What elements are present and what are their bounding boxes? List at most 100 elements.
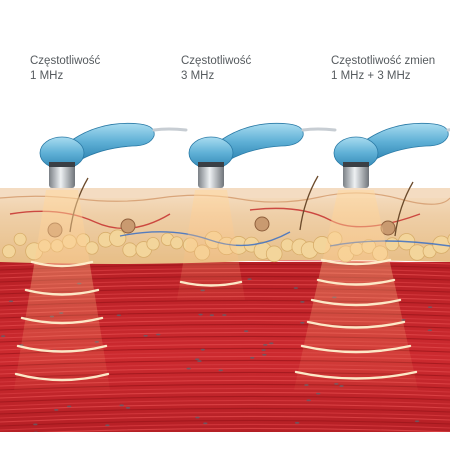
muscle-nucleus (197, 360, 202, 362)
ultrasound-wave (30, 260, 94, 268)
muscle-nucleus (249, 356, 255, 359)
muscle-fiber (0, 391, 450, 399)
beam-cone (177, 190, 245, 300)
probe-tip (343, 162, 369, 188)
muscle-nucleus (218, 369, 223, 372)
muscle-nucleus (247, 278, 252, 280)
muscle-nucleus (427, 329, 433, 332)
ultrasound-wave (294, 370, 418, 380)
beam-cone (294, 190, 418, 390)
probe-collar (198, 162, 224, 167)
ultrasound-wave (179, 280, 243, 287)
muscle-fiber (0, 407, 450, 415)
muscle-nucleus (300, 300, 305, 303)
muscle-nucleus (119, 404, 124, 407)
ultrasound-wave (316, 278, 396, 286)
probe-cable (301, 127, 337, 132)
muscle-fiber (0, 399, 450, 407)
muscle-fiber (0, 423, 450, 431)
ultrasound-beams (14, 190, 418, 390)
muscle-nucleus (116, 314, 122, 317)
fat-cell (13, 232, 27, 246)
muscle-nucleus (156, 333, 161, 336)
muscle-nucleus (0, 335, 6, 338)
fat-cell (170, 236, 184, 250)
muscle-nucleus (66, 405, 72, 408)
fat-cell (265, 245, 283, 263)
label-value: 1 MHz (30, 70, 64, 82)
muscle-fiber (0, 403, 450, 411)
probe-collar (49, 162, 75, 167)
muscle-fiber (0, 411, 450, 419)
beam-cone (14, 190, 110, 390)
probe-handle (71, 123, 155, 161)
muscle-nucleus (414, 420, 420, 423)
muscle-nucleus (306, 399, 311, 402)
gland (254, 216, 270, 232)
muscle-nucleus (243, 330, 249, 333)
label-title: Częstotliwość zmien (331, 55, 436, 67)
muscle-nucleus (125, 406, 131, 409)
ultrasound-wave (24, 288, 100, 296)
label-title: Częstotliwość (181, 55, 252, 67)
gland (120, 218, 136, 234)
muscle-nucleus (54, 408, 59, 411)
muscle-nucleus (195, 416, 200, 419)
fat-cell (146, 237, 160, 251)
muscle-fiber (0, 427, 450, 435)
muscle-nucleus (262, 353, 267, 356)
fat-cell (122, 242, 138, 258)
ultrasound-wave (300, 344, 412, 354)
muscle-nucleus (427, 306, 433, 309)
fat-cell (2, 244, 16, 259)
fat-cell (409, 244, 426, 261)
muscle-nucleus (33, 423, 38, 426)
label-value: 3 MHz (181, 70, 215, 82)
muscle-nucleus (186, 367, 191, 370)
muscle-nucleus (209, 314, 215, 317)
hair-follicle (299, 175, 319, 231)
muscle-nucleus (105, 424, 110, 427)
probe-cable (152, 127, 188, 132)
muscle-nucleus (263, 343, 268, 346)
probe-collar (343, 162, 369, 167)
muscle-fiber (0, 419, 450, 427)
muscle-nucleus (200, 348, 206, 351)
ultrasound-wave (14, 372, 110, 382)
ultrasound-probe-icon (333, 123, 450, 188)
label-frequency-1mhz: Częstotliwość 1 MHz (30, 54, 100, 84)
muscle-nucleus (143, 334, 148, 337)
muscle-nucleus (294, 421, 300, 424)
probe-handle (220, 123, 304, 161)
label-value: 1 MHz + 3 MHz (331, 70, 411, 82)
muscle-nucleus (261, 349, 266, 351)
muscle-fiber (0, 395, 450, 403)
ultrasound-probe-icon (39, 123, 188, 188)
ultrasound-wave (320, 258, 392, 266)
ultrasound-wave (20, 316, 104, 325)
muscle-nucleus (195, 358, 200, 361)
bottom-fade (0, 432, 450, 450)
muscle-nucleus (293, 287, 299, 289)
muscle-nucleus (315, 392, 321, 395)
fat-cell (447, 233, 450, 245)
ultrasound-wave (310, 298, 402, 307)
probe-tip (49, 162, 75, 188)
muscle-nucleus (222, 314, 227, 316)
muscle-nucleus (198, 313, 203, 316)
ultrasound-probes (39, 123, 450, 188)
ultrasound-wave (16, 344, 108, 353)
ultrasound-wave (306, 320, 406, 329)
hair-follicle (394, 181, 414, 237)
fat-cell (385, 237, 400, 252)
muscle-fiber (0, 415, 450, 423)
muscle-nucleus (300, 321, 305, 324)
probe-handle (365, 123, 449, 161)
ultrasound-probe-icon (188, 123, 337, 188)
label-frequency-3mhz: Częstotliwość 3 MHz (181, 54, 251, 84)
blood-vessel (9, 210, 171, 230)
muscle-nucleus (203, 422, 208, 425)
muscle-nucleus (269, 342, 274, 345)
label-frequency-mixed: Częstotliwość zmien 1 MHz + 3 MHz (331, 54, 435, 84)
muscle-fiber (0, 387, 450, 395)
